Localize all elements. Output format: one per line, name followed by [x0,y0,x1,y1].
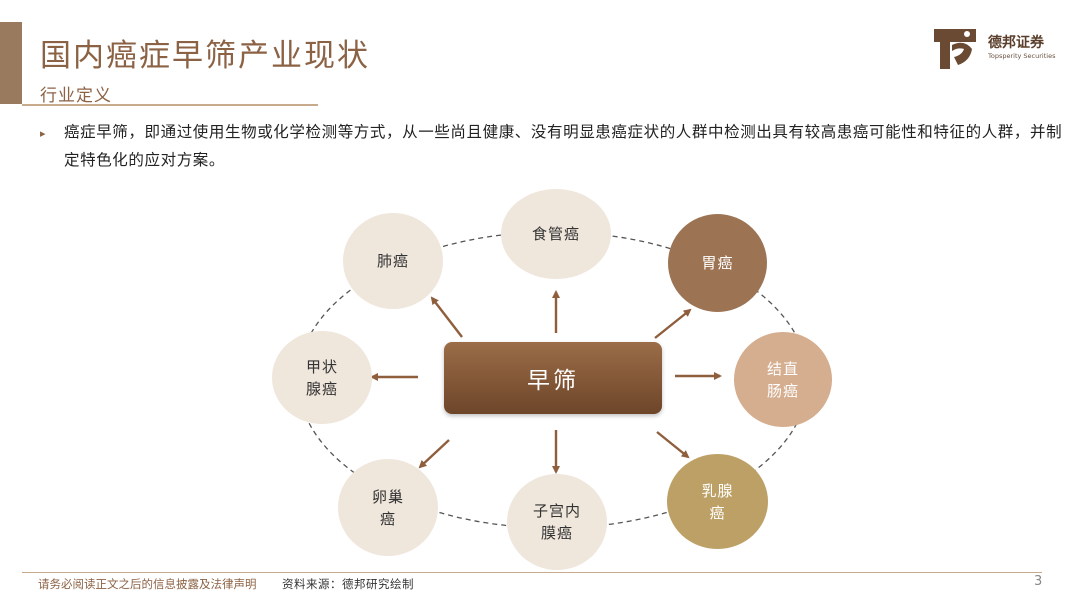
logo-english-name: Topsperity Securities [988,52,1056,60]
arrow-to-stomach [654,308,692,339]
page-number: 3 [1034,574,1043,589]
logo-name: 德邦证券 [988,35,1044,51]
arrow-to-breast [656,431,690,459]
company-logo: 德邦证券 Topsperity Securities [930,27,1056,71]
subtitle-divider [22,104,318,106]
node-breast-cancer: 乳腺 癌 [667,454,768,549]
page-title: 国内癌症早筛产业现状 [40,38,370,74]
bullet-marker: ▸ [40,127,46,140]
node-ovarian-cancer: 卵巢 癌 [338,459,438,556]
section-subtitle: 行业定义 [40,86,112,106]
node-thyroid-cancer: 甲状 腺癌 [272,331,372,424]
node-colorectal-cancer: 结直 肠癌 [734,332,832,427]
node-esophageal-cancer: 食管癌 [501,189,611,279]
footer-divider [22,572,1042,573]
center-early-screening: 早筛 [444,342,662,414]
footer-source: 资料来源：德邦研究绘制 [282,577,414,591]
node-lung-cancer: 肺癌 [343,213,443,309]
node-stomach-cancer: 胃癌 [668,214,767,312]
arrow-to-lung [430,296,463,338]
node-endometrial-cancer: 子宫内 膜癌 [507,474,607,570]
footer-disclaimer: 请务必阅读正文之后的信息披露及法律声明 [38,577,257,591]
arrow-to-ovarian [418,439,450,469]
logo-mark-icon [934,29,976,69]
title-accent-bar [0,22,22,104]
definition-text: 癌症早筛，即通过使用生物或化学检测等方式，从一些尚且健康、没有明显患癌症状的人群… [64,123,1063,169]
